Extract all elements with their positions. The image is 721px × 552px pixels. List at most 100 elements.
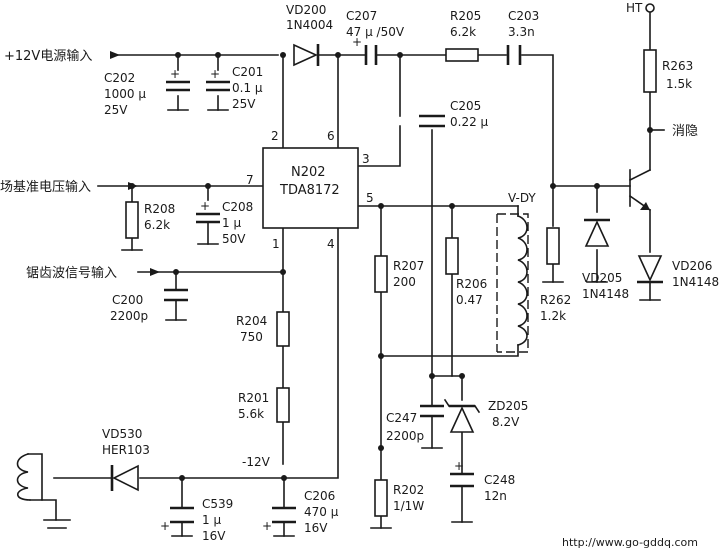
capacitor-c201: + C201 0.1 μ 25V xyxy=(206,65,263,111)
zener-zd205: ZD205 8.2V xyxy=(443,398,528,433)
capacitor-c203: C203 3.3n xyxy=(506,9,539,65)
vd530-ref: VD530 xyxy=(102,427,142,441)
diode-vd205: VD205 1N4148 xyxy=(582,218,629,301)
c247-ref: C247 xyxy=(386,411,417,425)
resistor-r207: R207 200 xyxy=(374,255,424,293)
pin-3-label: 3 xyxy=(362,152,370,166)
input-12v-label: +12V电源输入 xyxy=(4,48,92,64)
resistor-r206: R206 0.47 xyxy=(445,237,487,307)
c201-value: 0.1 μ xyxy=(232,81,263,95)
pin-1-label: 1 xyxy=(272,237,280,251)
c206-value: 470 μ xyxy=(304,505,339,519)
ic-body xyxy=(262,147,359,229)
c201-plus-sign: + xyxy=(210,67,220,81)
zd205-value: 8.2V xyxy=(492,415,520,429)
diode-vd206: VD206 1N4148 xyxy=(637,255,719,301)
r201-value: 5.6k xyxy=(238,407,264,421)
c203-value: 3.3n xyxy=(508,25,535,39)
c206-ref: C206 xyxy=(304,489,335,503)
c248-value: 12n xyxy=(484,489,507,503)
resistor-r263: R263 1.5k xyxy=(643,49,693,93)
c539-value: 1 μ xyxy=(202,513,221,527)
vd205-ref: VD205 xyxy=(582,271,622,285)
zd205-ref: ZD205 xyxy=(488,399,528,413)
c200-ref: C200 xyxy=(112,293,143,307)
c539-plus-sign: + xyxy=(160,519,170,533)
transformer-winding xyxy=(16,453,31,501)
r206-ref: R206 xyxy=(456,277,487,291)
c200-value: 2200p xyxy=(110,309,148,323)
vd205-value: 1N4148 xyxy=(582,287,629,301)
r202-ref: R202 xyxy=(393,483,424,497)
capacitor-c247: C247 2200p xyxy=(386,404,444,449)
c206-plus-sign: + xyxy=(262,519,272,533)
net-ht: HT xyxy=(626,1,655,15)
net-ht-label: HT xyxy=(626,1,643,15)
capacitor-c539: + C539 1 μ 16V xyxy=(160,497,233,543)
r202-value: 1/1W xyxy=(393,499,424,513)
c539-rating: 16V xyxy=(202,529,226,543)
c207-plus-sign: + xyxy=(352,35,362,49)
c208-plus-sign: + xyxy=(200,199,210,213)
c247-value: 2200p xyxy=(386,429,424,443)
r263-value: 1.5k xyxy=(666,77,692,91)
vd200-value: 1N4004 xyxy=(286,18,333,32)
source-url: http://www.go-gddq.com xyxy=(562,536,698,549)
junction-dots xyxy=(129,52,653,481)
c208-value: 1 μ xyxy=(222,216,241,230)
ic-ref: N202 xyxy=(291,165,326,180)
c248-plus-sign: + xyxy=(454,459,464,473)
capacitor-c208: + C208 1 μ 50V xyxy=(196,199,253,246)
c207-ref: C207 xyxy=(346,9,377,23)
vd200-ref: VD200 xyxy=(286,3,326,17)
r263-ref: R263 xyxy=(662,59,693,73)
c202-value: 1000 μ xyxy=(104,87,146,101)
r208-ref: R208 xyxy=(144,202,175,216)
resistor-r204: R204 750 xyxy=(236,311,290,347)
resistor-r205: R205 6.2k xyxy=(445,9,481,62)
r208-value: 6.2k xyxy=(144,218,170,232)
pin-7-label: 7 xyxy=(246,173,254,187)
c206-rating: 16V xyxy=(304,521,328,535)
r205-value: 6.2k xyxy=(450,25,476,39)
c539-ref: C539 xyxy=(202,497,233,511)
c207-value: 47 μ /50V xyxy=(346,25,405,39)
deflection-coil-vdy: V-DY xyxy=(496,191,536,353)
pin-6-label: 6 xyxy=(327,129,335,143)
vd206-value: 1N4148 xyxy=(672,275,719,289)
capacitor-c202: + C202 1000 μ 25V xyxy=(104,67,190,117)
c203-ref: C203 xyxy=(508,9,539,23)
vd530-value: HER103 xyxy=(102,443,150,457)
net-vdy-label: V-DY xyxy=(508,191,536,205)
resistor-r208: R208 6.2k xyxy=(121,201,175,251)
capacitor-c200: C200 2200p xyxy=(110,288,188,323)
r204-ref: R204 xyxy=(236,314,267,328)
c208-rating: 50V xyxy=(222,232,246,246)
capacitor-c248: + C248 12n xyxy=(450,459,515,523)
pin-2-label: 2 xyxy=(271,129,279,143)
c202-rating: 25V xyxy=(104,103,128,117)
r207-ref: R207 xyxy=(393,259,424,273)
r205-ref: R205 xyxy=(450,9,481,23)
ic-model: TDA8172 xyxy=(279,183,340,198)
r201-ref: R201 xyxy=(238,391,269,405)
input-sawtooth-label: 锯齿波信号输入 xyxy=(26,265,117,281)
resistor-r201: R201 5.6k xyxy=(238,387,290,423)
c248-ref: C248 xyxy=(484,473,515,487)
r204-value: 750 xyxy=(240,330,263,344)
r207-value: 200 xyxy=(393,275,416,289)
capacitor-c207: + C207 47 μ /50V xyxy=(346,9,405,65)
r262-ref: R262 xyxy=(540,293,571,307)
net-blanking-label: 消隐 xyxy=(672,124,698,139)
c208-ref: C208 xyxy=(222,200,253,214)
r262-value: 1.2k xyxy=(540,309,566,323)
diode-vd200: VD200 1N4004 xyxy=(286,3,333,67)
diode-vd530: VD530 HER103 xyxy=(102,427,150,492)
r206-value: 0.47 xyxy=(456,293,483,307)
c201-ref: C201 xyxy=(232,65,263,79)
capacitor-c206: + C206 470 μ 16V xyxy=(262,489,339,537)
vd206-ref: VD206 xyxy=(672,259,712,273)
resistor-r262: R262 1.2k xyxy=(540,227,571,323)
input-field-ref-label: 场基准电压输入 xyxy=(0,179,91,195)
